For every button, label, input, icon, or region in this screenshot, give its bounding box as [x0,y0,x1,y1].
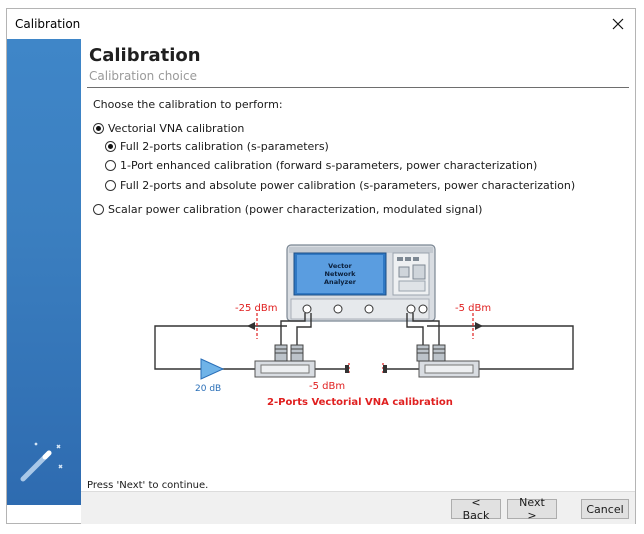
wizard-sidebar [7,39,81,505]
calibration-dialog: Calibration Calibration Calibration choi… [6,8,636,524]
diagram-caption: 2-Ports Vectorial VNA calibration [267,397,453,408]
radio-1-port-enhanced[interactable]: 1-Port enhanced calibration (forward s-p… [105,159,537,172]
page-title: Calibration [89,45,201,66]
radio-button[interactable] [93,204,104,215]
radio-full-2-ports[interactable]: Full 2-ports calibration (s-parameters) [105,140,329,153]
bottom-power-label: -5 dBm [309,381,345,392]
header-divider [87,87,629,88]
back-button[interactable]: < Back [451,496,501,522]
radio-button-checked[interactable] [105,141,116,152]
radio-label: Scalar power calibration (power characte… [108,203,483,216]
cancel-button[interactable]: Cancel [581,499,629,519]
vna-feed-lines [280,313,440,359]
footer-hint: Press 'Next' to continue. [87,480,209,491]
vna-device: Vector Network Analyzer [286,244,436,322]
radio-scalar-power[interactable]: Scalar power calibration (power characte… [93,203,482,216]
left-power-label: -25 dBm [235,303,277,314]
vna-label-3: Analyzer [324,278,357,286]
next-button[interactable]: Next > [507,496,557,522]
right-power-label: -5 dBm [455,303,491,314]
vna-label-1: Vector [328,262,353,270]
close-icon [612,18,624,30]
choose-prompt: Choose the calibration to perform: [93,98,283,111]
radio-vna-calibration[interactable]: Vectorial VNA calibration [93,122,244,135]
amp-gain-label: 20 dB [195,384,221,394]
left-coupler [254,344,316,378]
radio-button[interactable] [105,180,116,191]
right-coupler [416,344,480,378]
calibration-diagram: Vector Network Analyzer [154,244,574,408]
amplifier-icon [200,358,225,380]
arrow-right-icon [475,322,483,330]
radio-button[interactable] [105,160,116,171]
radio-label: Full 2-ports and absolute power calibrat… [120,179,576,192]
radio-label: Vectorial VNA calibration [108,122,245,135]
radio-full-2-ports-absolute[interactable]: Full 2-ports and absolute power calibrat… [105,179,575,192]
outer-loop-lines [154,325,574,370]
close-button[interactable] [605,12,631,36]
window-title: Calibration [15,17,81,31]
arrow-left-icon [247,322,255,330]
radio-button-checked[interactable] [93,123,104,134]
radio-label: 1-Port enhanced calibration (forward s-p… [120,159,538,172]
vna-label-2: Network [325,270,357,278]
page-subtitle: Calibration choice [89,69,197,83]
radio-label: Full 2-ports calibration (s-parameters) [120,140,329,153]
dut-reference-planes [345,363,387,375]
title-bar: Calibration [7,9,635,39]
magic-wand-icon [20,442,63,482]
